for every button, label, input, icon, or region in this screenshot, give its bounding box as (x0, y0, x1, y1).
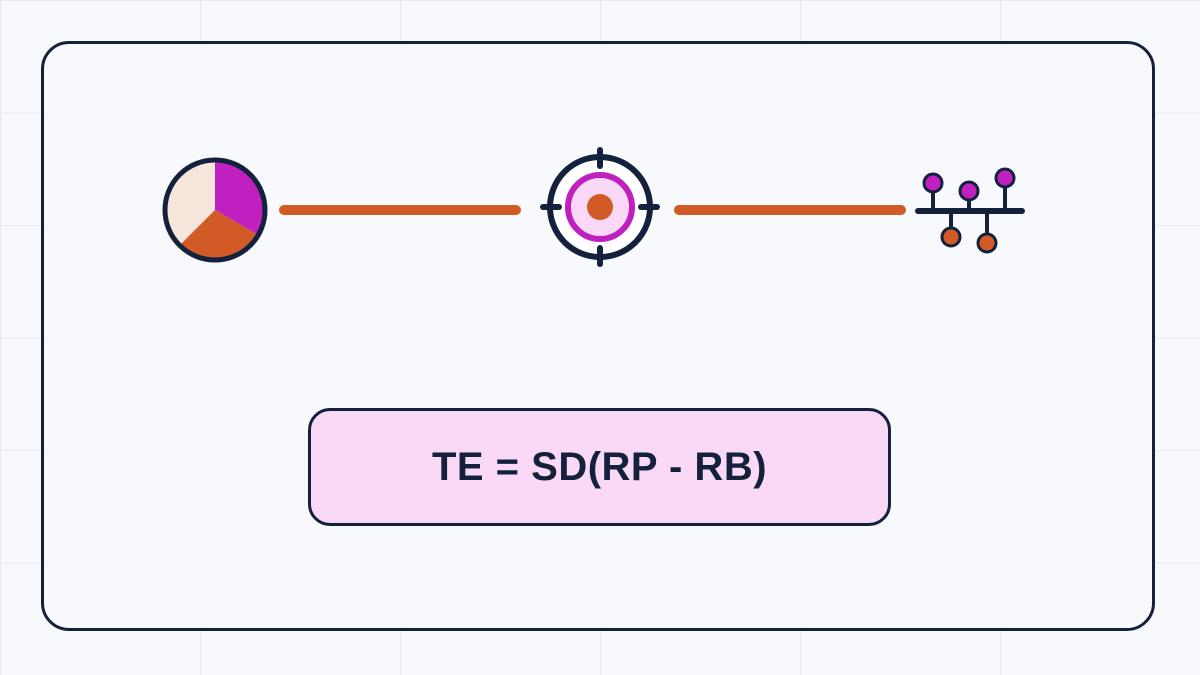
formula-box: TE = SD(RP - RB) (308, 408, 891, 526)
pie-chart-icon (162, 157, 268, 263)
target-icon (540, 147, 660, 267)
formula-text: TE = SD(RP - RB) (431, 444, 768, 489)
diagram-card (41, 41, 1155, 631)
network-nodes-icon (915, 167, 1025, 254)
